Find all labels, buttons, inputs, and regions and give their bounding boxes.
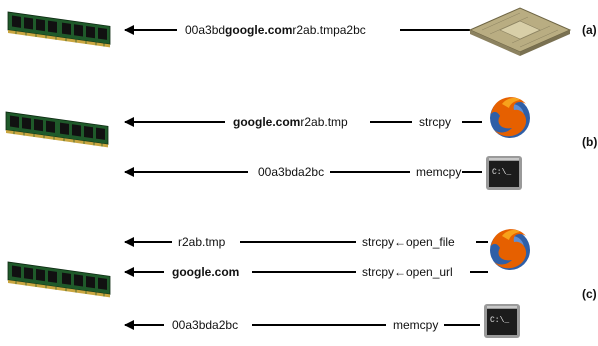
ram-module-icon — [7, 11, 111, 48]
terminal-icon: C:\_ — [484, 304, 520, 338]
firefox-icon — [490, 97, 530, 138]
terminal-prompt: C:\_ — [492, 168, 511, 177]
op-label-b2: memcpy — [416, 165, 461, 179]
edge-label-b1: google.comr2ab.tmp — [233, 115, 348, 129]
part-label-a: (a) — [582, 23, 597, 37]
edge-label-c1: r2ab.tmp — [178, 235, 226, 249]
edge-label-a: 00a3bdgoogle.comr2ab.tmpa2bc — [185, 23, 366, 37]
part-c: r2ab.tmp strcpy←open_file google.com str… — [7, 229, 597, 338]
edge-label-c2: google.com — [172, 265, 239, 279]
edge-label-b2: 00a3bda2bc — [258, 165, 324, 179]
terminal-icon: C:\_ — [486, 156, 522, 190]
edge-label-c3: 00a3bda2bc — [172, 318, 238, 332]
firefox-icon — [490, 229, 530, 270]
op-label-c3: memcpy — [393, 318, 438, 332]
part-label-c: (c) — [582, 287, 597, 301]
ram-module-icon — [7, 261, 111, 298]
part-b: google.comr2ab.tmp strcpy 00a3bda2bc mem… — [5, 97, 597, 190]
op-label-b1: strcpy — [419, 115, 451, 129]
cpu-chip-icon — [468, 7, 572, 56]
op-label-c2: strcpy←open_url — [362, 265, 453, 279]
part-a: 00a3bdgoogle.comr2ab.tmpa2bc (a) — [7, 7, 597, 56]
op-label-c1: strcpy←open_file — [362, 235, 455, 249]
part-label-b: (b) — [582, 135, 597, 149]
ram-module-icon — [5, 111, 109, 148]
terminal-prompt: C:\_ — [490, 316, 509, 325]
